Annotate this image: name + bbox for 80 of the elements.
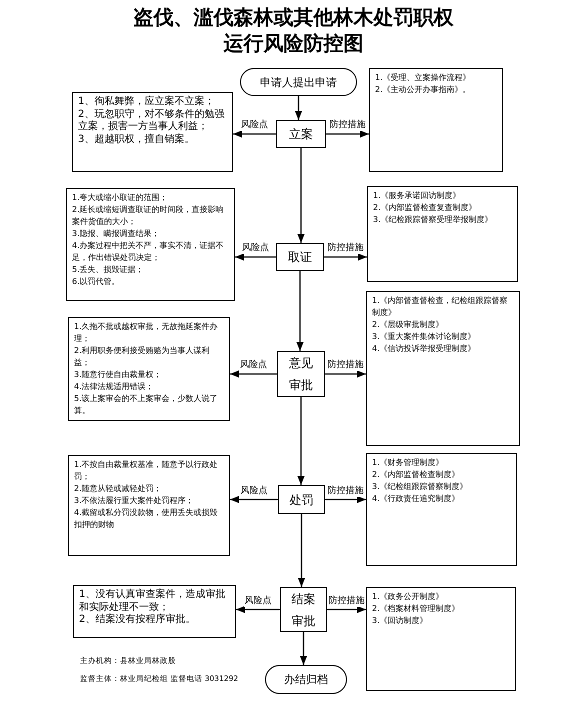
list-item: 4.《信访投诉举报受理制度》 — [372, 343, 477, 355]
list-item: 1.《财务管理制度》 — [372, 457, 445, 469]
list-item: 3、超越职权，擅自销案。 — [78, 134, 196, 146]
arrow — [233, 130, 276, 138]
measure-box — [366, 453, 517, 566]
list-item: 5.丢失、损毁证据； — [72, 264, 145, 276]
edge-label: 风险点 — [241, 241, 270, 254]
process-box: 取证 — [276, 243, 324, 271]
edge-label: 防控措施 — [326, 358, 364, 371]
list-item: 3.《纪检组跟踪督察制度》 — [372, 481, 469, 493]
arrow — [326, 130, 369, 138]
list-item: 3.《回访制度》 — [372, 615, 429, 627]
risk-box — [68, 317, 230, 421]
list-item: 1.久拖不批或越权审批，无故拖延案件办理； — [74, 321, 219, 345]
list-item: 2.延长或缩短调查取证的时间段，直接影响案件货值的大小； — [72, 204, 225, 228]
edge-label: 防控措施 — [326, 241, 364, 254]
list-item: 2.随意从轻或减轻处罚； — [74, 483, 163, 495]
measure-box — [366, 587, 516, 691]
list-item: 1、徇私舞弊，应立案不立案； — [78, 96, 216, 108]
process-box: 结案审批 — [280, 587, 327, 632]
edge-label: 风险点 — [239, 358, 268, 371]
arrow — [324, 253, 367, 261]
list-item: 5.该上案审会的不上案审会，少数人说了算。 — [74, 393, 219, 417]
arrow — [230, 370, 277, 378]
title: 盗伐、滥伐森林或其他林木处罚职权运行风险防控图 — [133, 4, 454, 56]
list-item: 1.夸大或缩小取证的范围； — [72, 192, 169, 204]
list-item: 2、玩忽职守，对不够条件的勉强立案，损害一方当事人利益； — [78, 108, 226, 134]
edge-label: 风险点 — [240, 484, 268, 496]
process-box: 立案 — [276, 120, 326, 148]
arrow — [235, 253, 276, 261]
end-terminal: 办结归档 — [265, 665, 347, 694]
list-item: 1.《政务公开制度》 — [372, 591, 445, 603]
arrow — [325, 496, 366, 504]
measure-box — [367, 186, 518, 282]
risk-box — [72, 92, 233, 172]
list-item: 1、没有认真审查案件，造成审批和实际处理不一致； — [79, 589, 226, 614]
list-item: 1.《服务承诺回访制度》 — [373, 190, 462, 202]
edge-label: 防控措施 — [328, 118, 366, 131]
list-item: 1.《内部督查督检查，纪检组跟踪督察制度》 — [372, 295, 509, 319]
risk-box — [68, 455, 230, 556]
list-item: 2、结案没有按程序审批。 — [79, 614, 196, 626]
arrow — [327, 606, 366, 614]
arrow — [296, 271, 304, 351]
list-item: 2.《层级审批制度》 — [372, 319, 445, 331]
list-item: 4.截留或私分罚没款物，使用丢失或损毁扣押的财物 — [74, 507, 219, 531]
list-item: 3.《纪检跟踪督察受理举报制度》 — [373, 214, 494, 226]
list-item: 1.不按自由裁量权基准，随意予以行政处罚； — [74, 459, 219, 483]
arrow — [325, 370, 366, 378]
risk-box — [73, 585, 236, 638]
list-item: 2.《内部监督检查制度》 — [372, 469, 461, 481]
risk-box — [66, 188, 235, 301]
edge-label: 防控措施 — [326, 484, 364, 496]
list-item: 3.随意行使自由裁量权； — [74, 369, 163, 381]
edge-label: 防控措施 — [328, 594, 366, 606]
list-item: 2.《档案材料管理制度》 — [372, 603, 461, 615]
arrow — [230, 496, 278, 504]
list-item: 1.《受理、立案操作流程》 — [375, 72, 472, 84]
arrow — [294, 96, 302, 120]
arrow — [297, 148, 305, 243]
list-item: 2.《主动公开办事指南》。 — [375, 84, 472, 96]
list-item: 2.《内部监督检查复查制度》 — [373, 202, 478, 214]
list-item: 3.不依法履行重大案件处罚程序； — [74, 495, 195, 507]
list-item: 4.办案过程中把关不严，事实不清，证据不足，作出错误处罚决定； — [72, 240, 225, 264]
list-item: 6.以罚代管。 — [72, 276, 121, 288]
process-box: 意见审批 — [277, 351, 325, 397]
arrow — [236, 606, 280, 614]
arrow — [300, 632, 308, 665]
measure-box — [369, 68, 503, 172]
edge-label: 风险点 — [244, 594, 272, 606]
list-item: 4.法律法规适用错误； — [74, 381, 155, 393]
edge-label: 风险点 — [240, 118, 269, 131]
arrow — [298, 514, 306, 587]
arrow — [297, 397, 305, 485]
list-item: 3.《重大案件集体讨论制度》 — [372, 331, 477, 343]
start-terminal: 申请人提出申请 — [240, 68, 357, 96]
process-box: 处罚 — [278, 485, 325, 514]
list-item: 2.利用职务便利接受贿赂为当事人谋利益； — [74, 345, 211, 369]
list-item: 4.《行政责任追究制度》 — [372, 493, 461, 505]
measure-box — [366, 291, 520, 446]
list-item: 3.隐报、瞒报调查结果； — [72, 228, 161, 240]
